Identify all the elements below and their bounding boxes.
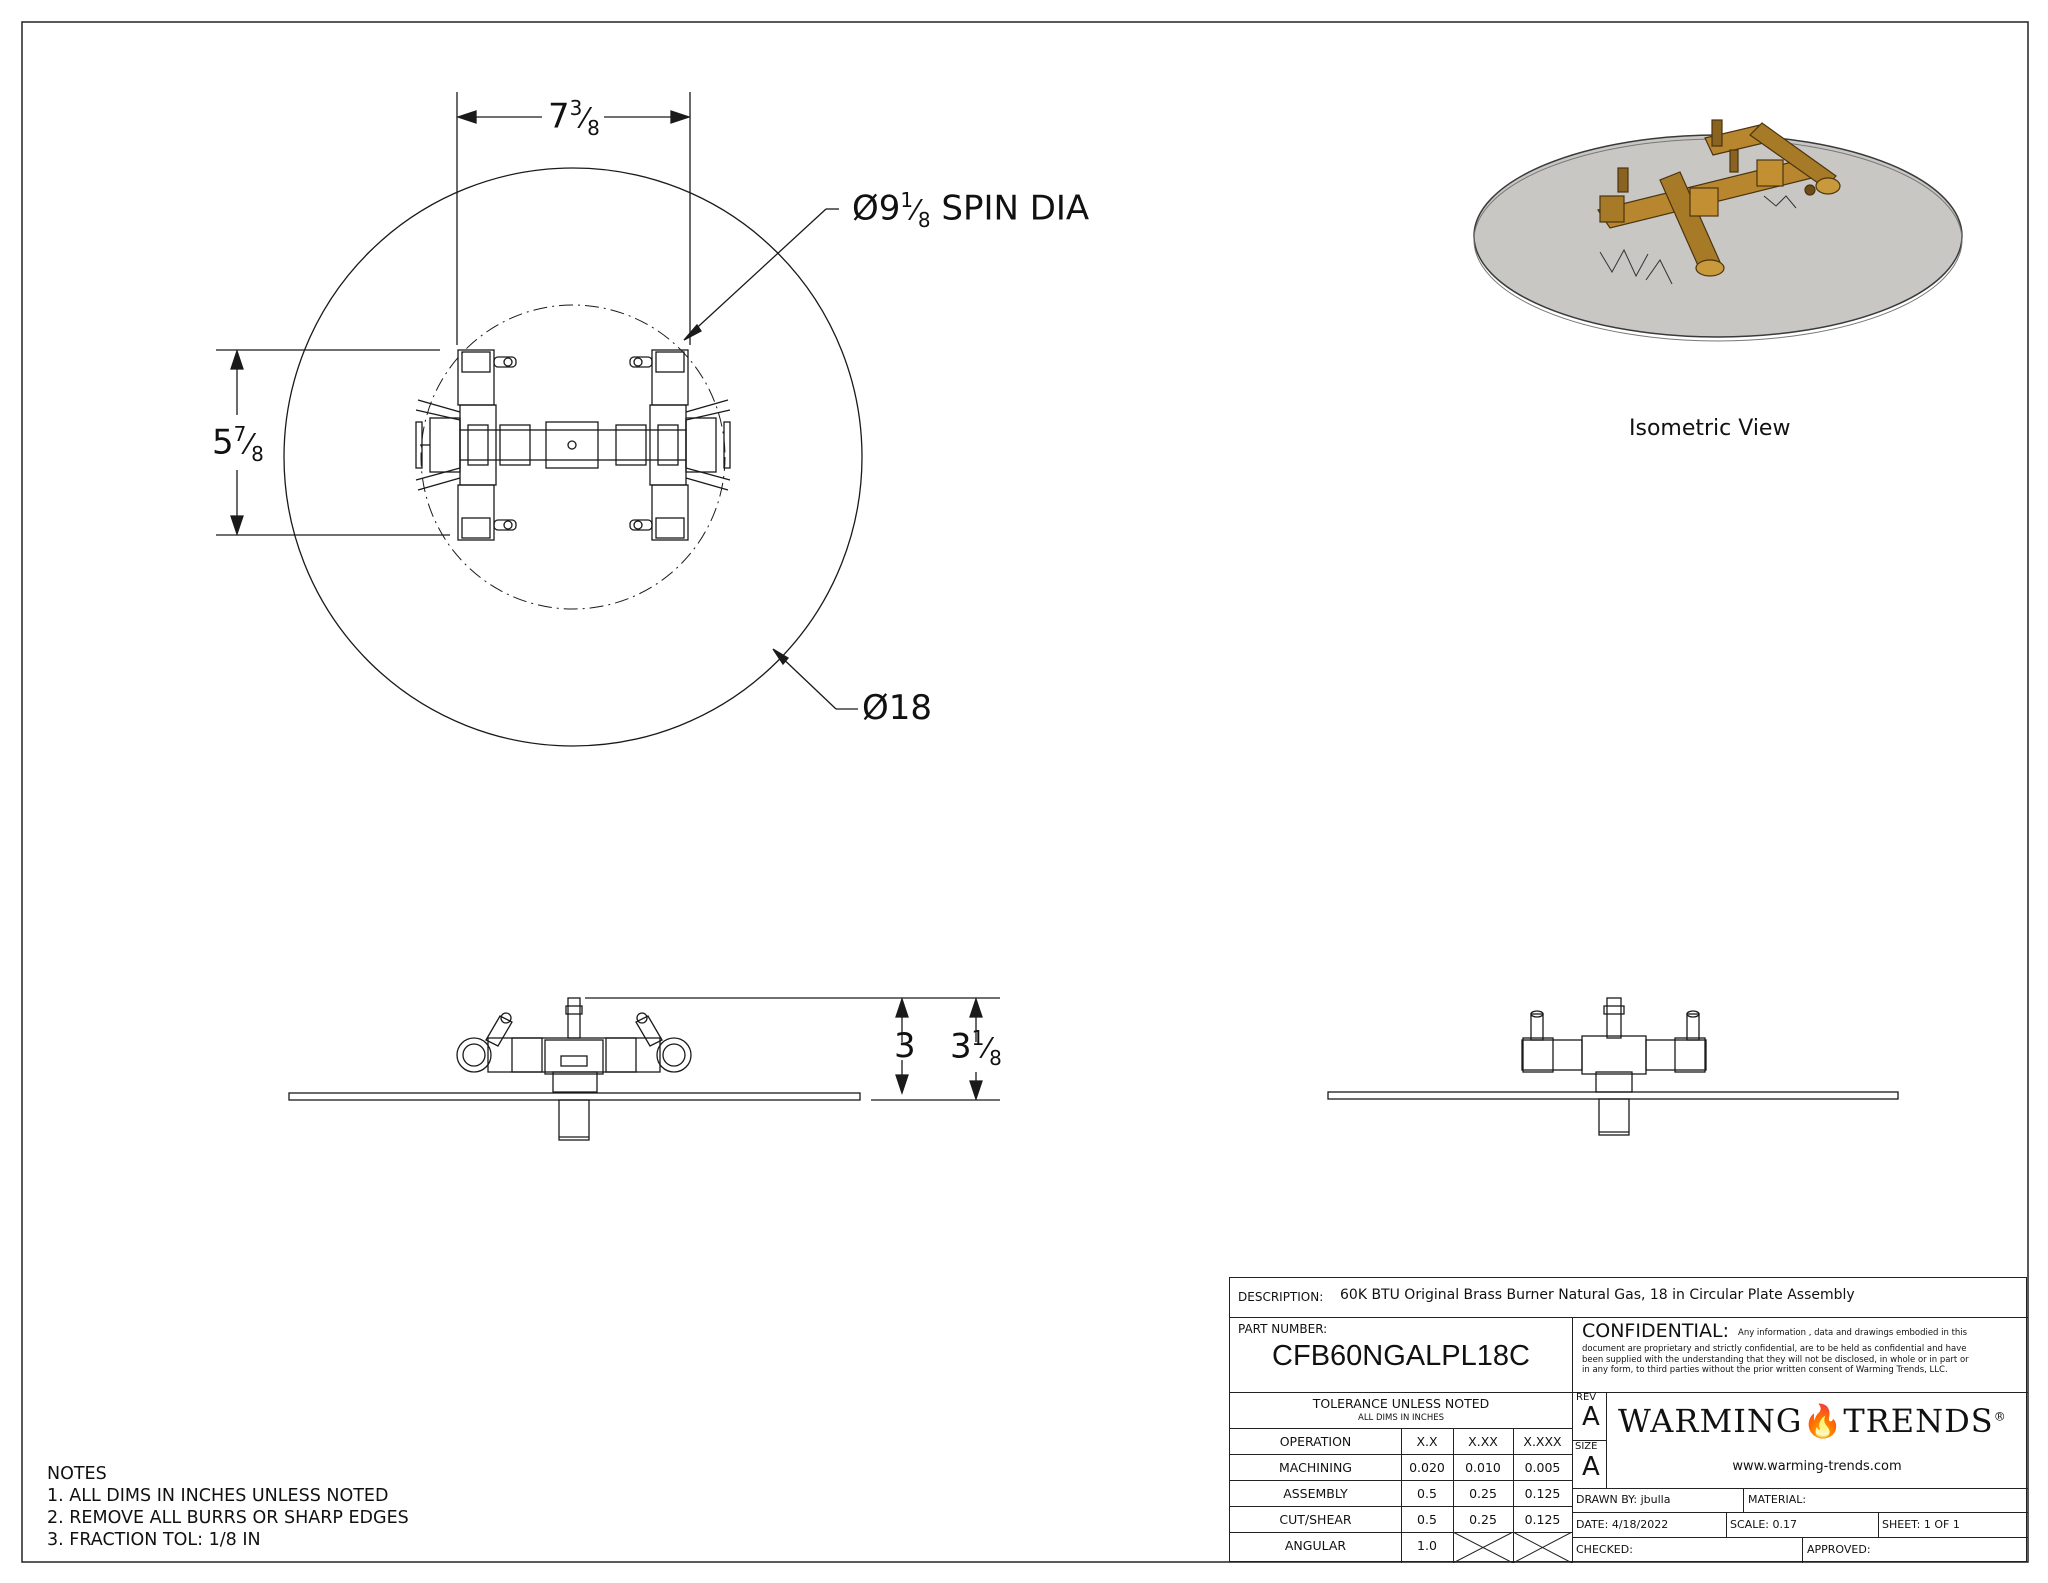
tol-empty-cells bbox=[1453, 1532, 1572, 1563]
notes-title: NOTES bbox=[47, 1464, 107, 1484]
dim-den: 8 bbox=[251, 442, 264, 467]
tol-header: X.XXX bbox=[1523, 1434, 1562, 1449]
tol-cell: 0.5 bbox=[1417, 1486, 1437, 1501]
sheet-number: SHEET: 1 OF 1 bbox=[1882, 1518, 1960, 1531]
spin-dia-circle bbox=[420, 304, 726, 610]
dim-whole: 3 bbox=[950, 1026, 972, 1067]
logo-word-right: TRENDS bbox=[1843, 1402, 1994, 1440]
size-value: A bbox=[1582, 1452, 1600, 1482]
dim-whole: 7 bbox=[548, 96, 570, 137]
tol-header: X.XX bbox=[1468, 1434, 1498, 1449]
dim-num: 1 bbox=[900, 188, 914, 212]
tol-cell: MACHINING bbox=[1278, 1460, 1352, 1475]
tol-cell: 0.010 bbox=[1465, 1460, 1501, 1475]
dim-den: 8 bbox=[587, 116, 600, 141]
tol-cell: 1.0 bbox=[1417, 1538, 1437, 1553]
description-label: DESCRIPTION: bbox=[1238, 1290, 1324, 1304]
confidential-line: document are proprietary and strictly co… bbox=[1582, 1344, 1967, 1354]
dim-side-height: 3 bbox=[894, 1026, 916, 1066]
note-item: 3. FRACTION TOL: 1/8 IN bbox=[47, 1530, 261, 1550]
isometric-view-label: Isometric View bbox=[1629, 416, 1791, 441]
tolerance-sub: ALL DIMS IN INCHES bbox=[1358, 1413, 1444, 1423]
dim-spin-suffix: SPIN DIA bbox=[941, 188, 1090, 229]
dim-whole: 5 bbox=[212, 422, 234, 463]
dim-num: 7 bbox=[233, 422, 247, 446]
dim-num: 1 bbox=[971, 1026, 985, 1050]
tol-header: X.X bbox=[1416, 1434, 1438, 1449]
tol-cell: 0.125 bbox=[1524, 1512, 1561, 1527]
material: MATERIAL: bbox=[1748, 1493, 1807, 1506]
tolerance-title: TOLERANCE UNLESS NOTED bbox=[1312, 1396, 1490, 1411]
side-plate bbox=[1327, 1091, 1899, 1100]
checked: CHECKED: bbox=[1576, 1543, 1633, 1556]
note-item: 1. ALL DIMS IN INCHES UNLESS NOTED bbox=[47, 1486, 389, 1506]
confidential-line: in any form, to third parties without th… bbox=[1582, 1365, 1948, 1375]
confidential-title: CONFIDENTIAL: bbox=[1582, 1320, 1730, 1342]
dim-num: 3 bbox=[569, 96, 583, 120]
tol-cell: 0.125 bbox=[1524, 1486, 1561, 1501]
confidential-body: document are proprietary and strictly co… bbox=[1582, 1344, 1969, 1376]
dim-den: 8 bbox=[917, 208, 931, 233]
tol-cell: 0.5 bbox=[1417, 1512, 1437, 1527]
dim-spin-dia: Ø91⁄8 SPIN DIA bbox=[852, 188, 1090, 233]
plate-outline bbox=[283, 167, 863, 747]
confidential-lead: Any information , data and drawings embo… bbox=[1738, 1328, 1968, 1338]
side-view bbox=[1327, 997, 1899, 1136]
date: DATE: 4/18/2022 bbox=[1576, 1518, 1669, 1531]
tol-cell: ASSEMBLY bbox=[1283, 1486, 1348, 1501]
logo-registered: ® bbox=[1993, 1409, 2007, 1424]
confidential-line: been supplied with the understanding tha… bbox=[1582, 1354, 1969, 1365]
company-logo: WARMING🔥TRENDS® bbox=[1618, 1402, 2007, 1440]
iso-plate bbox=[1473, 134, 1963, 338]
dim-plate-dia: Ø18 bbox=[862, 688, 933, 728]
rev-value: A bbox=[1582, 1402, 1600, 1432]
isometric-view bbox=[1473, 119, 1963, 342]
description-text: 60K BTU Original Brass Burner Natural Ga… bbox=[1340, 1287, 1855, 1303]
dim-spin-prefix: Ø9 bbox=[852, 188, 901, 229]
part-number-label: PART NUMBER: bbox=[1238, 1322, 1328, 1336]
tol-cell: CUT/SHEAR bbox=[1279, 1512, 1352, 1527]
tol-cell: 0.25 bbox=[1469, 1512, 1497, 1527]
flame-icon: 🔥 bbox=[1802, 1402, 1844, 1440]
logo-word-left: WARMING bbox=[1618, 1402, 1803, 1440]
company-website: www.warming-trends.com bbox=[1732, 1459, 1902, 1474]
front-plate bbox=[288, 1092, 861, 1101]
size-label: SIZE bbox=[1575, 1441, 1598, 1452]
top-view bbox=[216, 92, 863, 747]
sheet-border bbox=[21, 21, 2029, 1563]
iso-burner bbox=[1597, 119, 1841, 277]
dim-height: 57⁄8 bbox=[212, 422, 264, 467]
approved: APPROVED: bbox=[1807, 1543, 1871, 1556]
tol-cell: 0.25 bbox=[1469, 1486, 1497, 1501]
tol-cell: ANGULAR bbox=[1284, 1538, 1347, 1553]
scale: SCALE: 0.17 bbox=[1730, 1518, 1797, 1531]
dim-top-width: 73⁄8 bbox=[548, 96, 600, 141]
note-item: 2. REMOVE ALL BURRS OR SHARP EDGES bbox=[47, 1508, 409, 1528]
notes-block: NOTES 1. ALL DIMS IN INCHES UNLESS NOTED… bbox=[47, 1463, 409, 1551]
dim-den: 8 bbox=[989, 1046, 1002, 1071]
dim-side-total: 31⁄8 bbox=[950, 1026, 1002, 1071]
title-block: DESCRIPTION: 60K BTU Original Brass Burn… bbox=[1229, 1277, 2028, 1563]
tol-cell: 0.020 bbox=[1409, 1460, 1445, 1475]
drawn-by: DRAWN BY: jbulla bbox=[1576, 1493, 1671, 1506]
front-view bbox=[288, 996, 1000, 1141]
tol-cell: 0.005 bbox=[1524, 1460, 1561, 1475]
burner-top bbox=[415, 349, 731, 541]
part-number: CFB60NGALPL18C bbox=[1272, 1340, 1530, 1372]
rev-label: REV bbox=[1576, 1392, 1597, 1403]
tol-header: OPERATION bbox=[1279, 1434, 1352, 1449]
